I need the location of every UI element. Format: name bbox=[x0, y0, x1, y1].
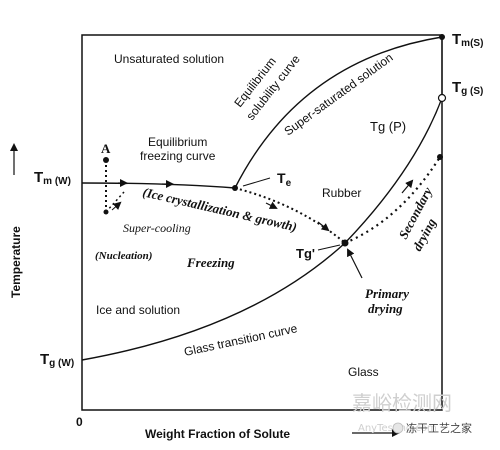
glass-transition-label: Glass transition curve bbox=[183, 321, 299, 359]
label-Tg-P: Tg (P) bbox=[370, 119, 406, 134]
point-Tm-S bbox=[439, 34, 445, 40]
nucleation-dotted-path bbox=[105, 191, 125, 213]
region-unsaturated: Unsaturated solution bbox=[114, 52, 224, 66]
label-Tg-prime: Tg' bbox=[296, 246, 315, 261]
region-glass: Glass bbox=[348, 365, 379, 379]
wechat-icon bbox=[392, 422, 404, 434]
secondary-drying-dotted-path bbox=[344, 156, 441, 245]
point-Te bbox=[232, 185, 238, 191]
ice-growth-dotted-path bbox=[234, 187, 346, 244]
nucleation-arrow bbox=[111, 201, 122, 211]
point-A bbox=[103, 157, 109, 163]
x-axis-label: Weight Fraction of Solute bbox=[145, 427, 290, 441]
label-Tg-S: Tg (S) bbox=[452, 79, 483, 97]
watermark-channel: 冻干工艺之家 bbox=[406, 421, 472, 435]
plot-frame bbox=[81, 34, 443, 411]
watermark-main: 嘉峪检测网 bbox=[352, 391, 452, 415]
supercooling-label: Super-cooling bbox=[123, 221, 191, 235]
origin-label: 0 bbox=[76, 415, 83, 429]
freezing-label-2: freezing curve bbox=[140, 149, 216, 163]
label-Tm-S: Tm(S) bbox=[452, 31, 483, 49]
ice-growth-arrow bbox=[265, 201, 278, 209]
tg-prime-pointer bbox=[317, 244, 341, 251]
glass-transition-curve bbox=[81, 97, 443, 361]
label-A: A bbox=[101, 141, 111, 156]
te-pointer bbox=[242, 177, 271, 187]
point-Tg-P bbox=[437, 154, 443, 160]
region-rubber: Rubber bbox=[322, 186, 361, 200]
nucleation-label: (Nucleation) bbox=[95, 250, 152, 262]
label-Tg-W: Tg (W) bbox=[40, 351, 74, 369]
ice-growth-arrow-2 bbox=[317, 221, 330, 232]
region-freezing: Freezing bbox=[186, 255, 235, 270]
region-ice-solution: Ice and solution bbox=[96, 303, 180, 317]
point-Tg-prime bbox=[341, 239, 349, 247]
label-Tm-W: Tm (W) bbox=[34, 169, 71, 187]
point-Tg-S bbox=[437, 93, 447, 103]
label-Te: Te bbox=[277, 170, 292, 189]
y-axis-label: Temperature bbox=[9, 226, 23, 298]
primary-drying-label-1: Primary bbox=[365, 286, 409, 301]
freezing-label-1: Equilibrium bbox=[148, 135, 207, 149]
point-nucleation bbox=[103, 209, 109, 215]
primary-drying-label-2: drying bbox=[368, 301, 403, 316]
secondary-drying-arrow bbox=[401, 179, 414, 194]
primary-drying-arrow bbox=[347, 248, 363, 279]
equilibrium-solubility-curve bbox=[234, 36, 443, 189]
